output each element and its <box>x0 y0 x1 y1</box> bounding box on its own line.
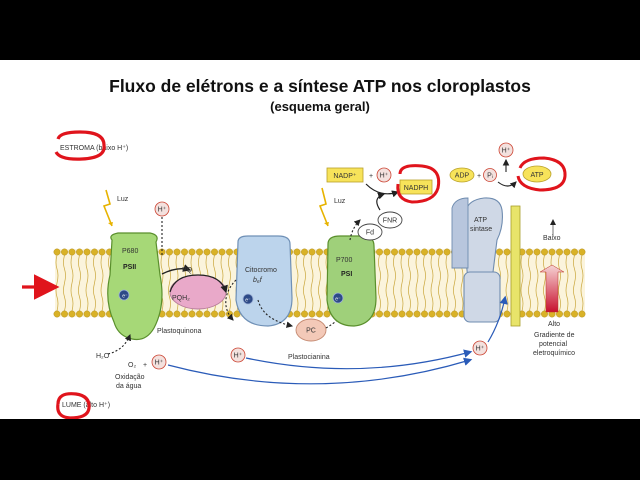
psi-complex: e⁻ P700 PSI <box>326 219 377 327</box>
nadp-label: NADP⁺ <box>333 173 356 180</box>
nadph-label: NADPH <box>404 185 429 192</box>
oxidacao-label-2: da água <box>116 383 141 390</box>
electron-label: e⁻ <box>122 293 128 299</box>
pq-label: PQ <box>182 267 193 274</box>
light-bolt-icon <box>318 187 329 227</box>
annotation-red-circle <box>516 156 567 192</box>
b6f-label: b₆f <box>253 277 263 284</box>
h-plus-label: H⁺ <box>380 173 389 180</box>
pi-label: Pᵢ <box>487 173 493 180</box>
oxidacao-label-1: Oxidação <box>115 374 145 381</box>
baixo-label: Baixo <box>543 235 561 242</box>
gradiente-label-2: potencial <box>539 341 567 348</box>
chloroplast-diagram: e⁻ P680 PSII PQ PQH₂ Plastoquinona e⁻ Ci… <box>22 130 586 419</box>
slide: Fluxo de elétrons e a síntese ATP nos cl… <box>0 60 640 419</box>
svg-text:+: + <box>143 362 147 369</box>
plastocianina-label: Plastocianina <box>288 354 330 361</box>
atp-formation: ADP + Pᵢ ATP <box>449 165 552 189</box>
annotation-red-circle <box>56 392 91 419</box>
svg-text:H⁺: H⁺ <box>158 207 167 214</box>
nadph-formation: NADP⁺ + H⁺ NADPH <box>326 167 433 195</box>
atp-label: ATP <box>530 172 543 179</box>
h2o-label: H₂O <box>96 353 110 360</box>
proton-flow-arrows <box>167 295 508 385</box>
plastoquinona-label: Plastoquinona <box>157 328 201 335</box>
svg-text:H⁺: H⁺ <box>155 360 164 367</box>
electron-icon <box>242 293 254 305</box>
fnr-label: FNR <box>383 218 397 225</box>
plus-sign-2: + <box>477 173 481 180</box>
electron-icon <box>118 289 130 301</box>
p700-label: P700 <box>336 257 352 264</box>
luz-label-1: Luz <box>117 196 129 203</box>
psii-label: PSII <box>123 264 136 271</box>
atp-synthase-label-2: sintase <box>470 226 492 233</box>
alto-label: Alto <box>548 321 560 328</box>
ferredoxin: Fd FNR <box>357 183 403 241</box>
water-oxidation: H₂O O₂ + Oxidação da água <box>96 333 147 390</box>
atp-synthase: ATP sintase <box>451 197 521 327</box>
plastoquinone: PQ PQH₂ Plastoquinona <box>157 264 228 335</box>
citocromo-label: Citocromo <box>245 267 277 274</box>
h-plus-markers: H⁺ H⁺ H⁺ H⁺ H⁺ <box>151 142 514 370</box>
psi-label: PSI <box>341 271 352 278</box>
diagram-subtitle: (esquema geral) <box>270 99 370 114</box>
fd-label: Fd <box>366 230 374 237</box>
adp-label: ADP <box>455 173 470 180</box>
svg-text:H⁺: H⁺ <box>476 346 485 353</box>
atp-synthase-label-1: ATP <box>474 217 487 224</box>
electron-label: e⁻ <box>335 296 341 302</box>
psii-complex: e⁻ P680 PSII <box>107 232 163 341</box>
annotation-red-circle <box>54 130 106 161</box>
electron-label: e⁻ <box>245 297 251 303</box>
estroma-label: ESTROMA (baixo H⁺) <box>60 145 128 152</box>
svg-text:H⁺: H⁺ <box>502 148 511 155</box>
lume-label: LUME (alto H⁺) <box>62 402 110 409</box>
gradiente-label-3: eletroquímico <box>533 350 575 357</box>
pqh2-label: PQH₂ <box>172 295 190 302</box>
pc-label: PC <box>306 328 316 335</box>
light-bolt-icon <box>102 189 113 227</box>
plus-sign: + <box>369 173 373 180</box>
svg-text:H⁺: H⁺ <box>234 353 243 360</box>
gradiente-label-1: Gradiente de <box>534 332 575 339</box>
gradient-indicator: Baixo Alto Gradiente de potencial eletro… <box>533 219 575 357</box>
diagram-title: Fluxo de elétrons e a síntese ATP nos cl… <box>109 76 531 96</box>
p680-label: P680 <box>122 248 138 255</box>
electron-icon <box>332 292 344 304</box>
annotation-red-circle <box>396 164 441 204</box>
o2-label: O₂ <box>128 362 136 369</box>
cytochrome-b6f-complex: e⁻ Citocromo b₆f <box>225 235 294 328</box>
luz-label-2: Luz <box>334 198 346 205</box>
